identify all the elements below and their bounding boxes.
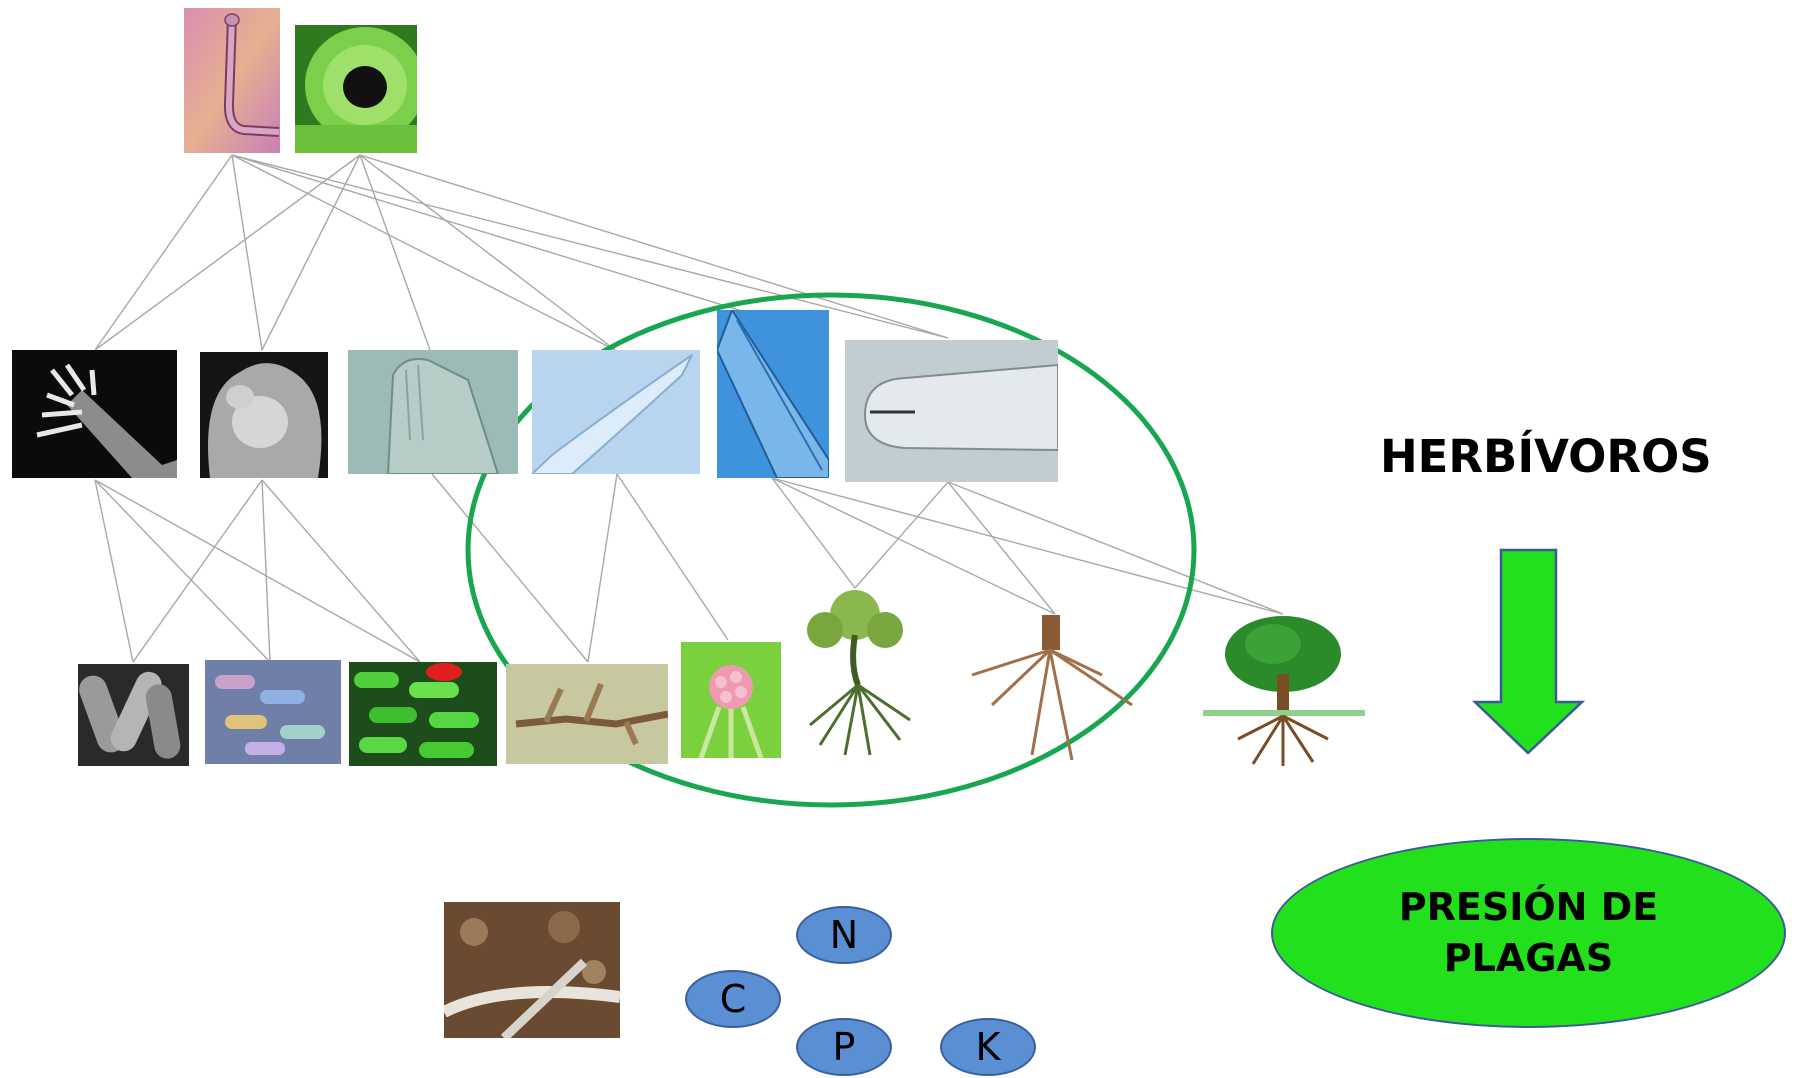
presion-de-plagas-ellipse: PRESIÓN DE PLAGAS	[1271, 838, 1786, 1028]
fungal-sporangia-image	[681, 642, 781, 758]
nutrient-k: K	[940, 1018, 1036, 1076]
nematode-lips-sem-image	[12, 350, 177, 478]
trophic-links	[94, 154, 1284, 663]
nematode-stylet-micrograph-2-image	[845, 340, 1058, 482]
nematode-head-micrograph-1-image	[348, 350, 518, 474]
predator-nematode-image	[184, 8, 280, 153]
rod-bacteria-sem-image	[78, 664, 189, 766]
nematode-tail-micrograph-image	[532, 350, 700, 474]
tree-with-roots-image	[790, 585, 920, 763]
down-arrow-shape	[1471, 548, 1586, 755]
presion-de-plagas-label: PRESIÓN DE PLAGAS	[1398, 884, 1659, 980]
green-bacteria-image	[349, 662, 497, 766]
herbivoros-label: HERBÍVOROS	[1380, 430, 1712, 483]
nutrient-n: N	[796, 906, 892, 964]
fungal-hyphae-image	[506, 664, 668, 764]
nematode-stylet-micrograph-image	[717, 310, 829, 478]
nutrient-p: P	[796, 1018, 892, 1076]
nutrient-c: C	[685, 970, 781, 1028]
herbivore-group-ellipse	[465, 292, 1197, 808]
tree-on-grass-image	[1203, 614, 1365, 766]
bacteria-colored-image	[205, 660, 341, 764]
soil-litter-image	[444, 902, 620, 1038]
root-system-image	[962, 615, 1144, 763]
predator-mouth-sem-image	[295, 25, 417, 153]
nematode-head-sem-image	[200, 352, 328, 478]
